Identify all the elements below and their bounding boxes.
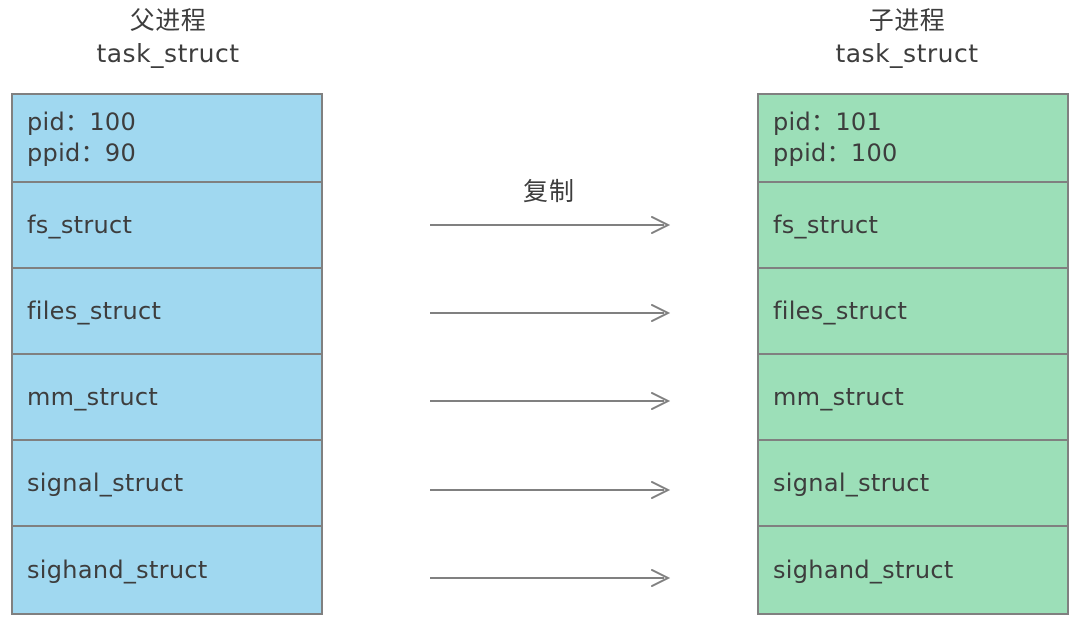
child-mm-struct-label: mm_struct bbox=[773, 382, 905, 411]
child-pid-line: pid：101 bbox=[773, 108, 883, 136]
child-row-sighand-struct: sighand_struct bbox=[759, 527, 1067, 613]
child-sighand-struct-label: sighand_struct bbox=[773, 555, 954, 584]
child-row-files-struct: files_struct bbox=[759, 269, 1067, 355]
child-title: 子进程 bbox=[868, 6, 946, 35]
parent-files-struct-label: files_struct bbox=[27, 296, 162, 325]
child-ppid-line: ppid：100 bbox=[773, 139, 898, 167]
parent-mm-struct-label: mm_struct bbox=[27, 382, 159, 411]
copy-arrow-sighand-struct bbox=[430, 569, 671, 587]
child-column-header: 子进程 task_struct bbox=[757, 4, 1057, 70]
child-row-identity: pid：101 ppid：100 bbox=[759, 95, 1067, 183]
parent-fs-struct-label: fs_struct bbox=[27, 210, 133, 239]
child-row-fs-struct: fs_struct bbox=[759, 183, 1067, 269]
child-files-struct-label: files_struct bbox=[773, 296, 908, 325]
parent-sighand-struct-label: sighand_struct bbox=[27, 555, 208, 584]
parent-column-header: 父进程 task_struct bbox=[18, 4, 318, 70]
copy-arrow-files-struct bbox=[430, 304, 671, 322]
parent-ppid-line: ppid：90 bbox=[27, 139, 137, 167]
child-row-mm-struct: mm_struct bbox=[759, 355, 1067, 441]
parent-title: 父进程 bbox=[129, 6, 207, 35]
parent-row-mm-struct: mm_struct bbox=[13, 355, 321, 441]
parent-row-files-struct: files_struct bbox=[13, 269, 321, 355]
copy-arrow-signal-struct bbox=[430, 481, 671, 499]
child-task-struct-box: pid：101 ppid：100 fs_struct files_struct … bbox=[757, 93, 1069, 615]
parent-row-fs-struct: fs_struct bbox=[13, 183, 321, 269]
child-signal-struct-label: signal_struct bbox=[773, 468, 930, 497]
parent-task-struct-box: pid：100 ppid：90 fs_struct files_struct m… bbox=[11, 93, 323, 615]
child-fs-struct-label: fs_struct bbox=[773, 210, 879, 239]
child-struct-name: task_struct bbox=[835, 39, 979, 68]
copy-arrow-mm-struct bbox=[430, 392, 671, 410]
parent-row-identity: pid：100 ppid：90 bbox=[13, 95, 321, 183]
copy-label: 复制 bbox=[522, 177, 575, 206]
child-row-signal-struct: signal_struct bbox=[759, 441, 1067, 527]
parent-signal-struct-label: signal_struct bbox=[27, 468, 184, 497]
copy-arrow-fs-struct bbox=[430, 216, 671, 234]
parent-pid-line: pid：100 bbox=[27, 108, 137, 136]
parent-row-sighand-struct: sighand_struct bbox=[13, 527, 321, 613]
parent-row-signal-struct: signal_struct bbox=[13, 441, 321, 527]
parent-struct-name: task_struct bbox=[96, 39, 240, 68]
